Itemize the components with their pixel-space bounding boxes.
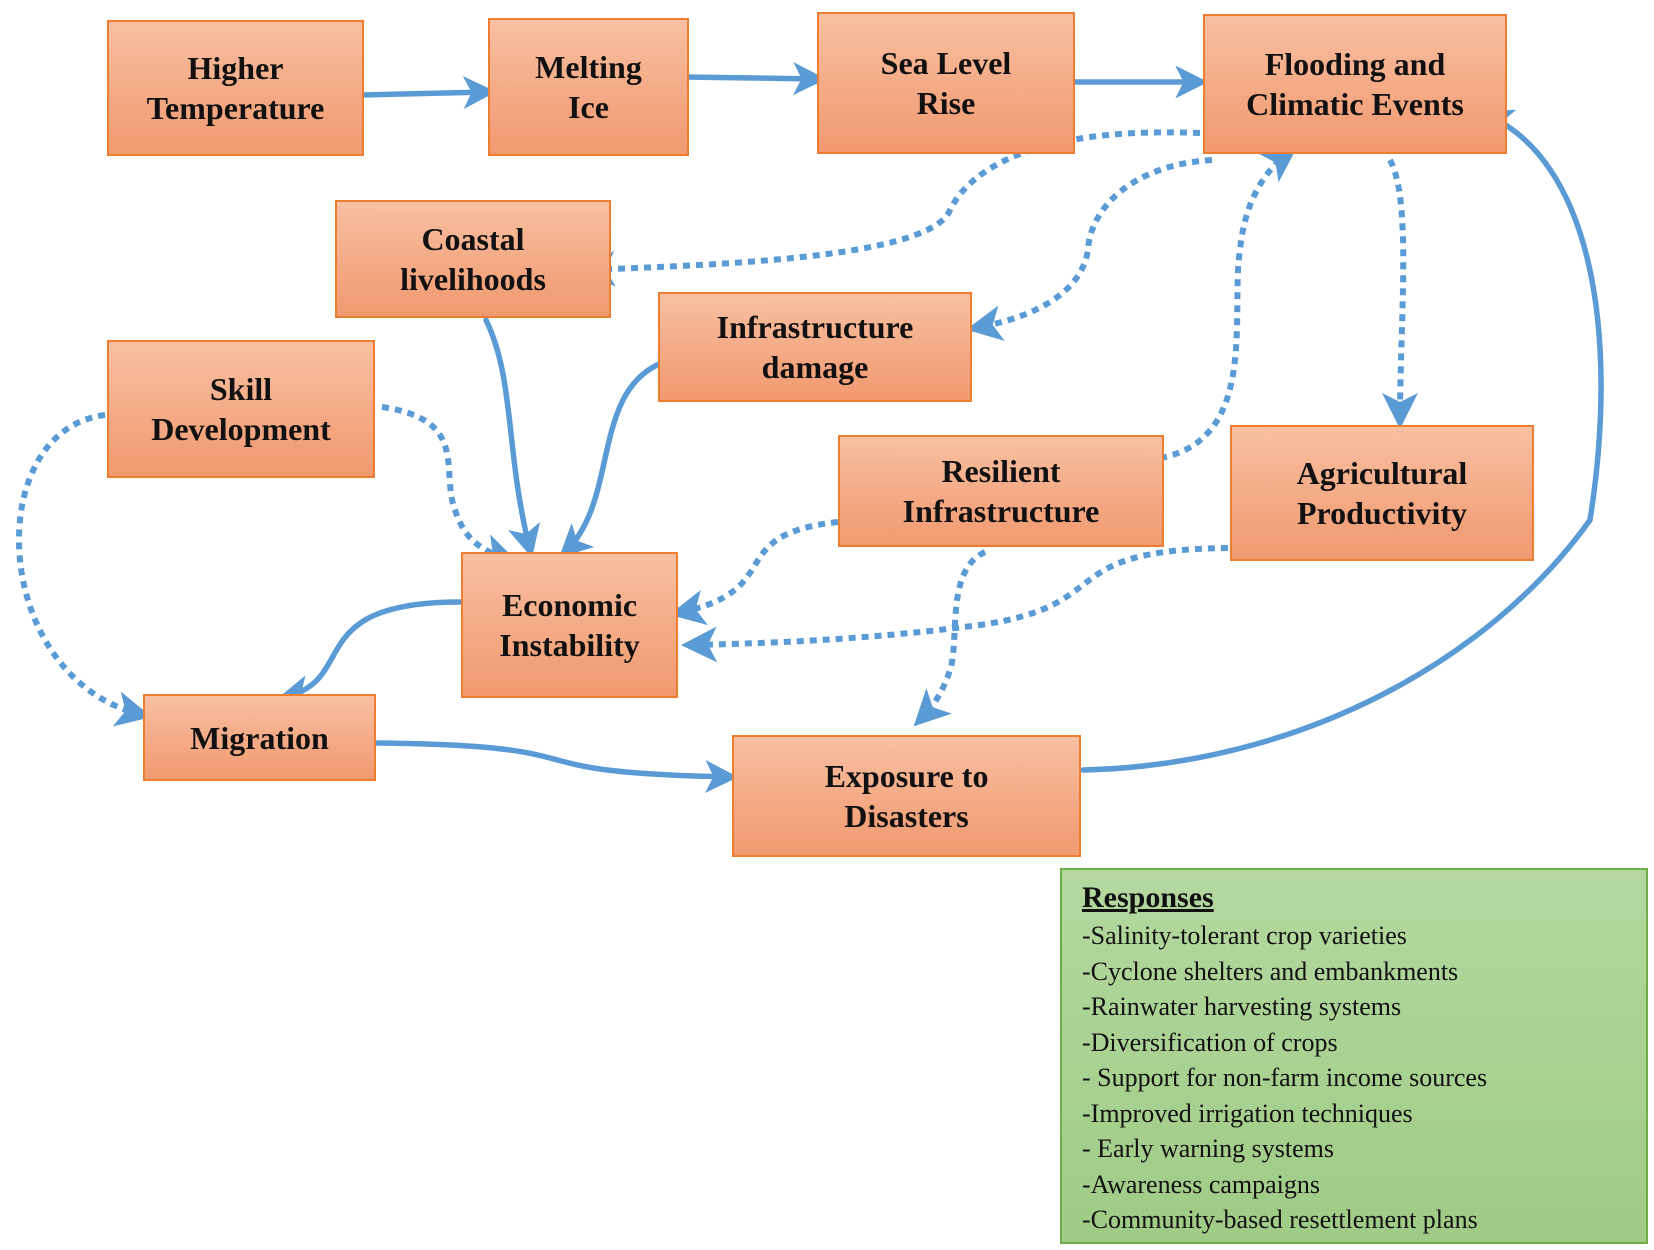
response-item: -Community-based resettlement plans (1082, 1205, 1478, 1234)
responses-title: Responses (1082, 881, 1214, 914)
node-exposure-to-disasters: Exposure to Disasters (732, 735, 1081, 857)
edge-skill-to-economic (381, 404, 519, 569)
response-item: -Rainwater harvesting systems (1082, 992, 1402, 1021)
node-resilient-infrastructure: Resilient Infrastructure (838, 435, 1164, 547)
edge-resilient-to-economic (669, 519, 839, 626)
edge-agriculture-to-economic (681, 545, 1229, 663)
responses-list: -Salinity-tolerant crop varieties -Cyclo… (1082, 918, 1626, 1238)
node-migration: Migration (143, 694, 376, 781)
node-skill-development: Skill Development (107, 340, 375, 478)
edge-skill-to-migration (15, 412, 152, 727)
edge-resilient-to-exposure (913, 549, 987, 727)
edge-flooding-to-livelihoods (579, 129, 1201, 287)
node-economic-instability: Economic Instability (461, 552, 678, 698)
node-higher-temperature: Higher Temperature (107, 20, 364, 156)
response-item: -Cyclone shelters and embankments (1082, 956, 1459, 986)
edge-livelihoods-to-economic (483, 317, 541, 559)
node-melting-ice: Melting Ice (488, 18, 689, 156)
node-coastal-livelihoods: Coastal livelihoods (335, 200, 611, 318)
response-item: -Diversification of crops (1082, 1027, 1338, 1057)
edge-flooding-to-infrastructure (966, 157, 1213, 341)
response-item: -Improved irrigation techniques (1082, 1098, 1413, 1128)
edge-exposure-to-flooding (1080, 109, 1604, 773)
edge-resilient-to-flooding (1159, 146, 1298, 461)
node-flooding-climatic-events: Flooding and Climatic Events (1203, 14, 1507, 154)
edge-temperature-to-ice (359, 76, 497, 110)
edge-infrastructure-to-economic (559, 359, 667, 558)
edge-migration-to-exposure (374, 740, 739, 793)
edge-economic-to-migration (276, 599, 469, 708)
node-sea-level-rise: Sea Level Rise (817, 12, 1075, 154)
responses-box: Responses -Salinity-tolerant crop variet… (1060, 868, 1648, 1244)
edge-ice-to-sealevel (681, 62, 827, 96)
response-item: - Support for non-farm income sources (1082, 1063, 1488, 1092)
node-infrastructure-damage: Infrastructure damage (658, 292, 972, 402)
response-item: -Awareness campaigns (1082, 1169, 1321, 1199)
edge-flooding-to-agriculture (1382, 158, 1419, 429)
response-item: - Early warning systems (1082, 1134, 1335, 1163)
response-item: -Salinity-tolerant crop varieties (1082, 921, 1407, 950)
node-agricultural-productivity: Agricultural Productivity (1230, 425, 1534, 561)
